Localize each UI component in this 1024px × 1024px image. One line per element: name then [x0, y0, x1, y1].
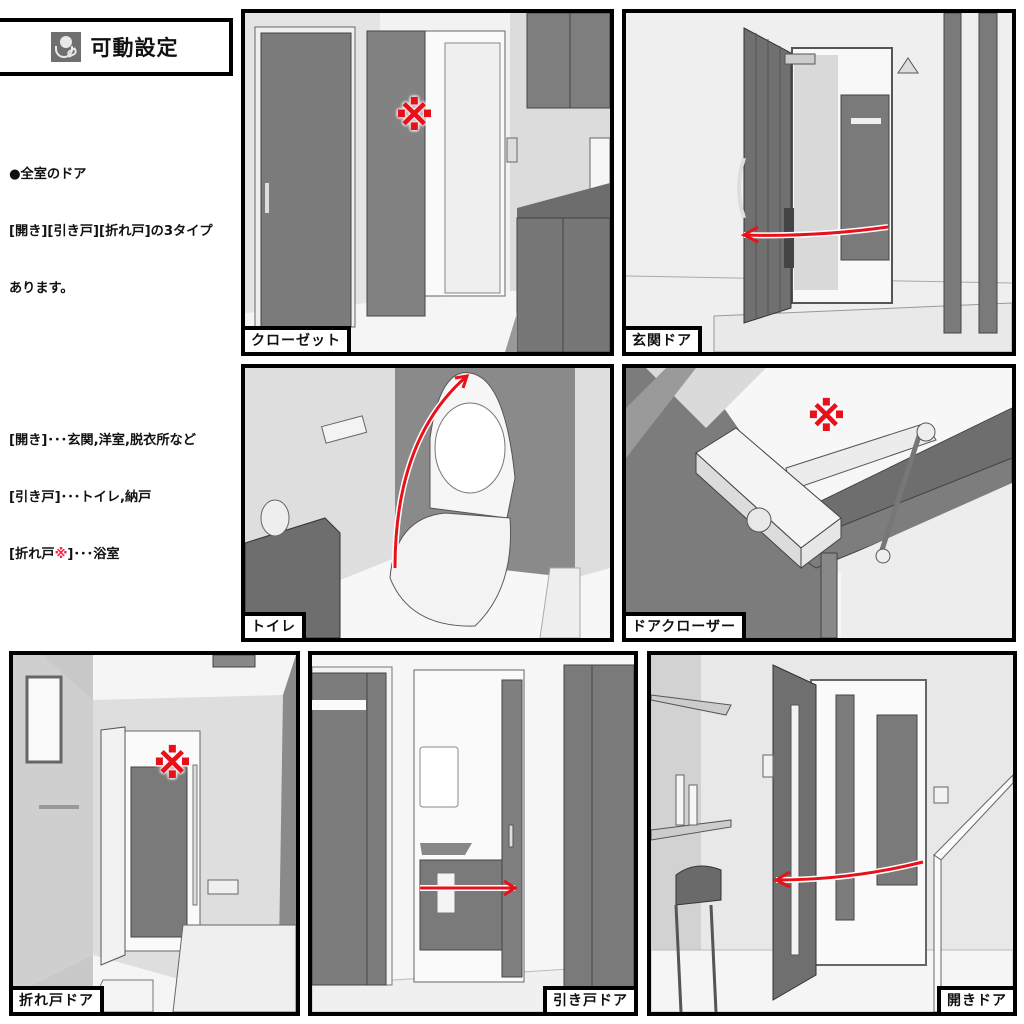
panel-toilet: トイレ	[241, 364, 614, 642]
folding-rooms: ]･･･浴室	[67, 547, 120, 562]
toilet-illustration	[245, 368, 610, 638]
panel-label-hinged-door: 開きドア	[937, 986, 1013, 1012]
panel-entrance-door: 玄関ドア	[622, 9, 1016, 356]
panel-label-sliding-door: 引き戸ドア	[543, 986, 634, 1012]
panel-door-closer: ※ ドアクローザー	[622, 364, 1016, 642]
folding-label: [折れ戸	[9, 547, 55, 562]
entrance-door-illustration	[626, 13, 1012, 352]
page-title: 可動設定	[90, 36, 179, 60]
kome-mark-icon: ※	[153, 742, 192, 788]
page-title-box: 可動設定	[0, 18, 233, 76]
sliding-door-illustration	[312, 655, 634, 1012]
door-closer-illustration	[626, 368, 1012, 638]
panel-closet: ※ クローゼット	[241, 9, 614, 356]
all-doors-section: ●全室のドア [開き][引き戸][折れ戸]の3タイプ あります。	[9, 127, 237, 336]
kome-mark-icon: ※	[395, 94, 434, 140]
panel-hinged-door: 開きドア	[647, 651, 1017, 1016]
hinged-door-rooms: [開き]･･･玄関,洋室,脱衣所など	[9, 433, 196, 448]
hand-leaf-icon	[50, 32, 81, 62]
panel-label-closet: クローゼット	[245, 326, 351, 352]
closet-illustration	[245, 13, 610, 352]
kome-mark-icon: ※	[807, 395, 846, 441]
panel-label-folding-door: 折れ戸ドア	[13, 986, 104, 1012]
panel-label-toilet: トイレ	[245, 612, 306, 638]
panel-label-entrance-door: 玄関ドア	[626, 326, 702, 352]
panel-folding-door: ※ 折れ戸ドア	[9, 651, 300, 1016]
door-type-list: [開き]･･･玄関,洋室,脱衣所など [引き戸]･･･トイレ,納戸 [折れ戸※]…	[9, 393, 237, 602]
section-heading: ●全室のドア	[9, 167, 87, 182]
door-types-text: [開き][引き戸][折れ戸]の3タイプ	[9, 224, 213, 239]
door-types-text-cont: あります。	[9, 281, 74, 296]
panel-sliding-door: 引き戸ドア	[308, 651, 638, 1016]
folding-door-illustration	[13, 655, 296, 1012]
kome-mark-icon: ※	[54, 547, 68, 562]
hinged-door-illustration	[651, 655, 1013, 1012]
folding-door-rooms: [折れ戸※]･･･浴室	[9, 545, 237, 564]
panel-label-door-closer: ドアクローザー	[626, 612, 747, 638]
sliding-door-rooms: [引き戸]･･･トイレ,納戸	[9, 490, 152, 505]
